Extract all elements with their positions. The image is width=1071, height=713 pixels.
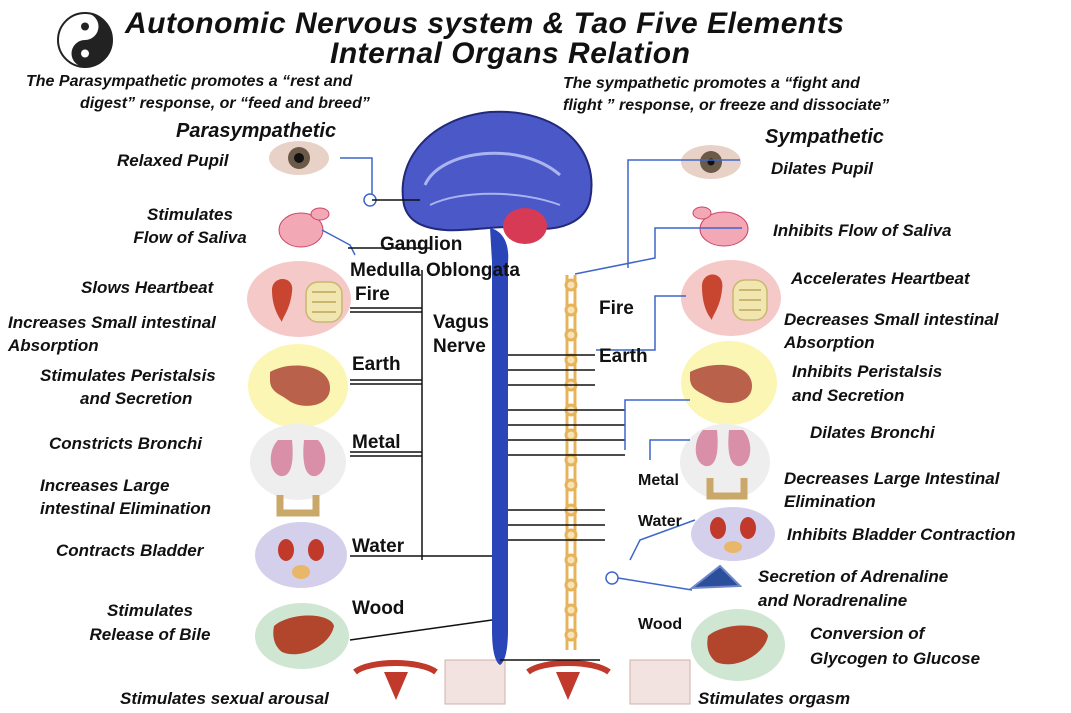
element-earth-right: Earth <box>599 346 648 368</box>
intro-left-line-1: The Parasympathetic promotes a “rest and <box>26 72 352 92</box>
sympathetic-chain <box>566 275 576 650</box>
para-peristalsis-label-1: Stimulates Peristalsis <box>40 365 216 387</box>
medulla-label: Medulla Oblongata <box>350 260 520 282</box>
element-earth-left: Earth <box>352 354 401 376</box>
symp-glycogen-label-2: Glycogen to Glucose <box>810 648 980 670</box>
para-peristalsis-label-2: and Secretion <box>80 388 192 410</box>
intro-left-line-2: digest” response, or “feed and breed” <box>80 94 370 114</box>
para-bronchi-label: Constricts Bronchi <box>49 433 202 455</box>
symp-bronchi-label: Dilates Bronchi <box>810 422 935 444</box>
element-wood-right: Wood <box>638 616 682 634</box>
title-line-1: Autonomic Nervous system & Tao Five Elem… <box>125 8 844 40</box>
symp-saliva-label: Inhibits Flow of Saliva <box>773 220 952 242</box>
intro-right-line-2: flight ” response, or freeze and dissoci… <box>563 96 889 116</box>
element-fire-left: Fire <box>355 284 390 306</box>
element-metal-right: Metal <box>638 472 679 490</box>
symp-small-int-label-1: Decreases Small intestinal <box>784 309 999 331</box>
yin-yang-icon <box>58 13 112 67</box>
nerve-label: Nerve <box>433 336 486 358</box>
symp-bladder-label: Inhibits Bladder Contraction <box>787 524 1016 546</box>
symp-adrenal-label-2: and Noradrenaline <box>758 590 907 612</box>
vagus-label: Vagus <box>433 312 489 334</box>
pelvis-icon <box>630 660 690 704</box>
symp-peristalsis-label-2: and Secretion <box>792 385 904 407</box>
symp-large-int-label-1: Decreases Large Intestinal <box>784 468 999 490</box>
para-large-int-label-1: Increases Large <box>40 475 169 497</box>
header-parasympathetic: Parasympathetic <box>176 120 336 143</box>
ganglion-label: Ganglion <box>380 234 462 256</box>
symp-orgasm-label: Stimulates orgasm <box>698 688 850 710</box>
symp-pupil-label: Dilates Pupil <box>771 158 873 180</box>
header-sympathetic: Sympathetic <box>765 126 884 149</box>
para-sexual-label: Stimulates sexual arousal <box>120 688 329 710</box>
symp-peristalsis-label-1: Inhibits Peristalsis <box>792 361 942 383</box>
eye-icon <box>681 145 741 179</box>
brain-icon <box>403 112 592 244</box>
pelvis-icon <box>445 660 505 704</box>
para-pupil-label: Relaxed Pupil <box>117 150 228 172</box>
intestine-icon <box>306 282 342 322</box>
element-fire-right: Fire <box>599 298 634 320</box>
symp-glycogen-label-1: Conversion of <box>810 623 924 645</box>
adrenal-gland-icon <box>692 566 740 588</box>
element-water-left: Water <box>352 536 404 558</box>
para-large-int-label-2: intestinal Elimination <box>40 498 211 520</box>
symp-large-int-label-2: Elimination <box>784 491 876 513</box>
element-water-right: Water <box>638 513 682 531</box>
para-small-int-label-2: Absorption <box>8 335 99 357</box>
spinal-cord-icon <box>490 228 508 665</box>
para-bladder-label: Contracts Bladder <box>56 540 203 562</box>
intestine-icon <box>733 280 767 320</box>
eye-icon <box>269 141 329 175</box>
metal-circle-right <box>680 424 770 500</box>
salivary-gland-icon <box>279 208 329 247</box>
para-small-int-label-1: Increases Small intestinal <box>8 312 216 334</box>
uterus-icon <box>355 663 436 700</box>
para-heart-label: Slows Heartbeat <box>81 277 213 299</box>
salivary-gland-icon <box>693 207 748 246</box>
uterus-icon <box>528 663 609 700</box>
element-metal-left: Metal <box>352 432 401 454</box>
intro-right-line-1: The sympathetic promotes a “fight and <box>563 74 860 94</box>
para-bile-label-1: Stimulates <box>65 600 235 622</box>
symp-heart-label: Accelerates Heartbeat <box>791 268 970 290</box>
symp-small-int-label-2: Absorption <box>784 332 875 354</box>
symp-adrenal-label-1: Secretion of Adrenaline <box>758 566 948 588</box>
para-saliva-label-2: Flow of Saliva <box>110 227 270 249</box>
metal-circle-left <box>250 424 346 500</box>
element-wood-left: Wood <box>352 598 404 620</box>
para-bile-label-2: Release of Bile <box>65 624 235 646</box>
title-line-2: Internal Organs Relation <box>330 38 690 70</box>
para-saliva-label-1: Stimulates <box>110 204 270 226</box>
